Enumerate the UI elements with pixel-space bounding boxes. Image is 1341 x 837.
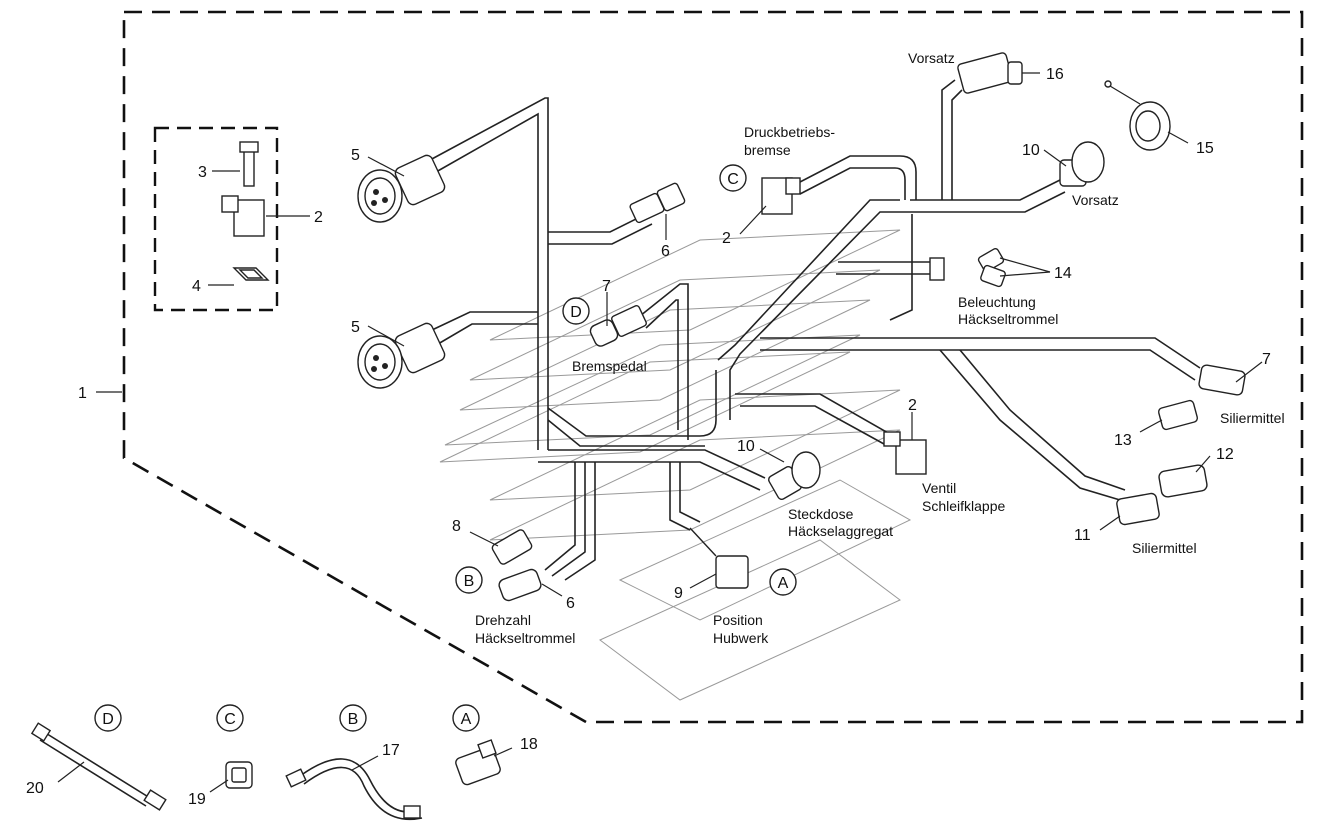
connector-11 [1116,492,1160,526]
connector-10-header [1059,141,1105,187]
letter-B-main: B [464,573,475,590]
callout-1: 1 [78,385,87,402]
letter-A-main: A [778,575,789,592]
letter-D-detail: D [102,711,114,728]
label-position-2: Hubwerk [713,630,769,646]
callout-4: 4 [192,278,201,295]
callout-3: 3 [198,164,207,181]
letter-D-main: D [570,304,582,321]
detail-parts [221,141,270,281]
callout-6-top: 6 [661,243,670,260]
label-drehzahl-2: Häckseltrommel [475,630,575,646]
callout-10-socket: 10 [737,438,755,455]
detail-box [153,126,279,312]
label-vorsatz-right: Vorsatz [1072,192,1119,208]
callout-10-header: 10 [1022,142,1040,159]
callout-6-bottom: 6 [566,595,575,612]
callout-9: 9 [674,585,683,602]
connector-8 [491,529,533,565]
label-beleuchtung-2: Häckseltrommel [958,311,1058,327]
connector-7-silage [1198,364,1246,396]
label-position-1: Position [713,612,763,628]
letter-C-main: C [727,171,739,188]
label-siliermittel-2: Siliermittel [1132,540,1197,556]
connector-10-socket [768,451,821,500]
connector-7-brake [589,304,647,347]
connector-16 [957,52,1023,94]
label-steckdose-2: Häckselaggregat [788,523,893,539]
callout-19: 19 [188,791,206,808]
part-19 [225,761,253,789]
callout-7-brake: 7 [602,278,611,295]
connector-9 [689,527,749,589]
harness-wires [429,79,1201,581]
connector-2-pressure [761,177,801,215]
callout-13: 13 [1114,432,1132,449]
callout-16: 16 [1046,66,1064,83]
connector-5-bottom [357,322,446,389]
label-drehzahl-1: Drehzahl [475,612,531,628]
callout-7-silage: 7 [1262,351,1271,368]
assembly-outline [122,10,1304,724]
label-ventil-1: Ventil [922,480,956,496]
leader-lines [57,72,1263,793]
connector-12 [1158,464,1208,498]
label-ventil-2: Schleifklappe [922,498,1005,514]
connector-6-top [629,182,686,224]
callout-5-bottom: 5 [351,319,360,336]
part-20 [30,722,167,811]
letter-markers [94,164,797,732]
connector-2-valve [883,431,927,475]
callout-14: 14 [1054,265,1072,282]
connector-14 [929,247,1006,288]
label-beleuchtung-1: Beleuchtung [958,294,1036,310]
callout-15: 15 [1196,140,1214,157]
label-siliermittel-1: Siliermittel [1220,410,1285,426]
cap-15 [1104,80,1171,151]
letter-A-detail: A [461,711,472,728]
callout-8: 8 [452,518,461,535]
callout-20: 20 [26,780,44,797]
label-vorsatz-top: Vorsatz [908,50,955,66]
label-druck-2: bremse [744,142,791,158]
label-bremspedal: Bremspedal [572,358,647,374]
callout-11: 11 [1074,527,1091,544]
connector-13 [1157,399,1199,431]
label-druck-1: Druckbetriebs- [744,124,835,140]
connector-6-bottom [498,568,542,602]
label-steckdose-1: Steckdose [788,506,854,522]
part-18 [455,739,501,786]
callout-2-detail: 2 [314,209,323,226]
letter-C-detail: C [224,711,236,728]
callout-2-pressure: 2 [722,230,731,247]
callout-5-top: 5 [351,147,360,164]
callout-12: 12 [1216,446,1234,463]
callout-17: 17 [382,742,400,759]
part-17 [285,758,423,820]
connector-5-top [357,154,446,223]
letter-B-detail: B [348,711,359,728]
callout-18: 18 [520,736,538,753]
callout-2-valve: 2 [908,397,917,414]
